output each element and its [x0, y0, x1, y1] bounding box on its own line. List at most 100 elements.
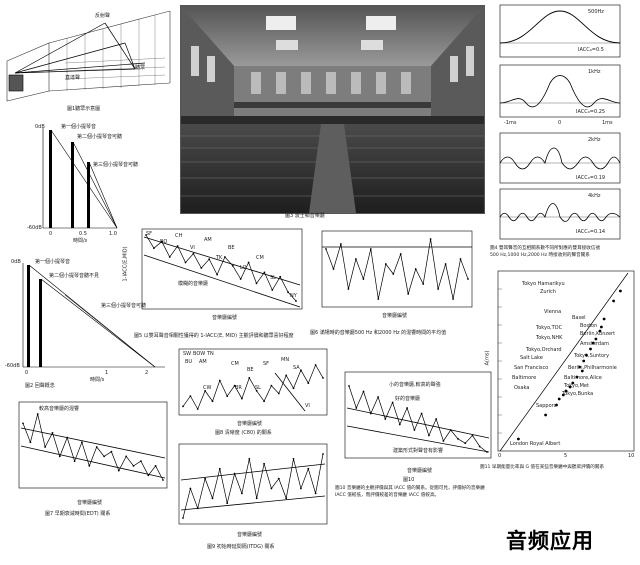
fig11-hall-7: Tokyo,NHK	[536, 335, 563, 341]
fig11-point-19	[544, 413, 547, 417]
fig9-point-12	[270, 487, 273, 490]
fig10-annotation-2: 建築形式對聲音有影響	[393, 448, 444, 454]
fig7-point-10	[95, 446, 98, 448]
fig10-point-5	[384, 418, 387, 420]
fig10-point-13	[442, 440, 445, 442]
concert-hall-photo	[180, 5, 485, 214]
fig7-point-4	[51, 432, 54, 434]
fig8-caption: 圖8 清晰度 (C80) 的關系	[215, 430, 272, 436]
fig10-caption: 圖10	[403, 477, 415, 483]
fig10-point-3	[369, 412, 372, 415]
fig5-point-0	[145, 234, 147, 236]
fig5-pt-3: VI	[190, 245, 195, 251]
fig11-point-5	[594, 337, 598, 341]
fig6-point-12	[414, 268, 417, 270]
fig11-point-0	[619, 289, 622, 293]
fig11-point-8	[585, 353, 588, 357]
fig10-point-16	[464, 442, 467, 445]
fig11-xtick-5: 5	[564, 453, 568, 459]
fig11-point-15	[564, 389, 568, 393]
fig5-point-19	[295, 300, 297, 302]
fig1-label-direct: 直達聲	[65, 75, 81, 81]
fig6-point-4	[355, 258, 357, 260]
fig8-pt-2: TN	[207, 351, 214, 357]
fig10-point-18	[478, 445, 481, 448]
fig11-hall-14: Baltimore	[512, 375, 537, 381]
fig2-bottom-xtick-1: 1	[105, 370, 109, 376]
fig9-point-7	[233, 472, 236, 475]
fig6-point-10	[399, 253, 402, 255]
fig6-panel: 音樂廳編號 圖6 滿場時的音樂廳500 Hz 和2000 Hz 的混響時間的平均…	[310, 225, 480, 345]
fig9-point-5	[218, 467, 221, 470]
fig2-top-label-3: 第三個小提琴音可聽	[93, 162, 139, 168]
fig10-point-7	[398, 423, 401, 426]
fig5-pt-6: BE	[228, 245, 235, 251]
fig4-freq-2: 2kHz	[588, 137, 601, 143]
fig8-pt-13: VI	[305, 403, 310, 409]
fig5-xlabel: 音樂廳編號	[212, 315, 238, 321]
fig1-panel: 聽眾 直達聲 反射聲 圖1聽眾示意圖	[5, 3, 175, 115]
fig5-pt-10: NY	[290, 293, 297, 299]
fig5-point-11	[231, 264, 234, 267]
fig6-chart	[321, 230, 473, 308]
fig9-point-0	[182, 517, 184, 519]
fig7-point-3	[44, 446, 46, 448]
fig8-point-16	[300, 369, 302, 372]
fig10-point-6	[391, 401, 394, 404]
fig2-bottom-panel: 0dB -60dB 第一個小提琴音 第二個小提琴音聽不見 第三個小提琴音可聽 0…	[5, 255, 175, 390]
fig11-hall-2: Vienna	[544, 309, 562, 315]
fig7-annotation: 較高音樂廳的混響	[39, 406, 80, 412]
fig2-top-label-2: 第二個小提琴音可聽	[77, 134, 123, 140]
fig8-point-1	[189, 395, 192, 397]
fig5-ylabel: 1-IACC(E,MID)	[122, 246, 129, 282]
fig11-point-3	[600, 325, 603, 329]
fig2-top-y-bottom: -60dB	[27, 225, 42, 231]
fig6-point-7	[377, 298, 380, 300]
fig9-point-2	[196, 507, 199, 510]
fig9-point-6	[226, 502, 229, 505]
fig2-bottom-xtick-2: 2	[145, 370, 149, 376]
fig9-point-18	[314, 492, 317, 495]
fig5-pt-0: SF	[146, 231, 153, 237]
fig9-point-8	[241, 492, 243, 495]
fig8-point-10	[255, 390, 258, 392]
fig10-point-11	[428, 434, 430, 437]
fig11-hall-17: Osaka	[514, 385, 530, 391]
fig7-point-18	[154, 465, 157, 467]
fig11-xtick-0: 0	[498, 453, 502, 459]
fig11-point-14	[568, 385, 572, 389]
fig8-point-13	[277, 392, 280, 395]
fig1-label-reflect: 反射聲	[95, 13, 111, 19]
fig4-xtick-1: 0	[558, 120, 562, 126]
fig10-point-17	[471, 434, 474, 437]
fig11-point-12	[575, 375, 579, 379]
fig9-caption: 圖9 初始時延間隔(ITDG) 關系	[207, 544, 275, 550]
fig2-bottom-label-1: 第一個小提琴音	[35, 259, 71, 265]
fig6-xlabel: 音樂廳編號	[382, 313, 408, 319]
fig8-pt-0: SW	[183, 351, 192, 357]
fig8-point-14	[285, 374, 288, 377]
fig6-point-17	[452, 298, 454, 300]
fig9-point-3	[204, 477, 206, 480]
fig11-hall-6: Berlin,Konzert	[580, 331, 616, 337]
fig11-hall-8: Amsterdam	[580, 341, 610, 347]
fig8-point-6	[226, 395, 229, 397]
fig2-top-label-1: 第一個小提琴音	[61, 124, 97, 130]
fig4-freq-0: 500Hz	[588, 9, 604, 15]
fig5-point-12	[239, 278, 242, 280]
fig4-iacc-1: IACC₀=0.25	[576, 109, 606, 115]
fig4-caption: 圖4 雙耳聲音的互相關系數不同所對應的雙耳接收信號	[490, 246, 601, 251]
fig6-point-6	[369, 248, 372, 250]
fig11-hall-5: Tokyo,TOC	[536, 325, 563, 331]
fig2-bottom-label-3: 第三個小提琴音可聽	[101, 303, 147, 309]
fig9-point-10	[255, 497, 258, 500]
fig1-caption: 圖1聽眾示意圖	[67, 106, 101, 112]
fig2-bottom-xlabel: 時間/s	[90, 377, 105, 383]
fig6-point-18	[459, 258, 462, 260]
fig6-point-15	[437, 288, 439, 290]
fig5-point-14	[255, 282, 258, 285]
fig7-chart	[18, 401, 168, 489]
fig11-hall-13: San Francisco	[514, 365, 549, 371]
fig6-point-19	[467, 278, 469, 280]
fig4-freq-3: 4kHz	[588, 193, 601, 199]
